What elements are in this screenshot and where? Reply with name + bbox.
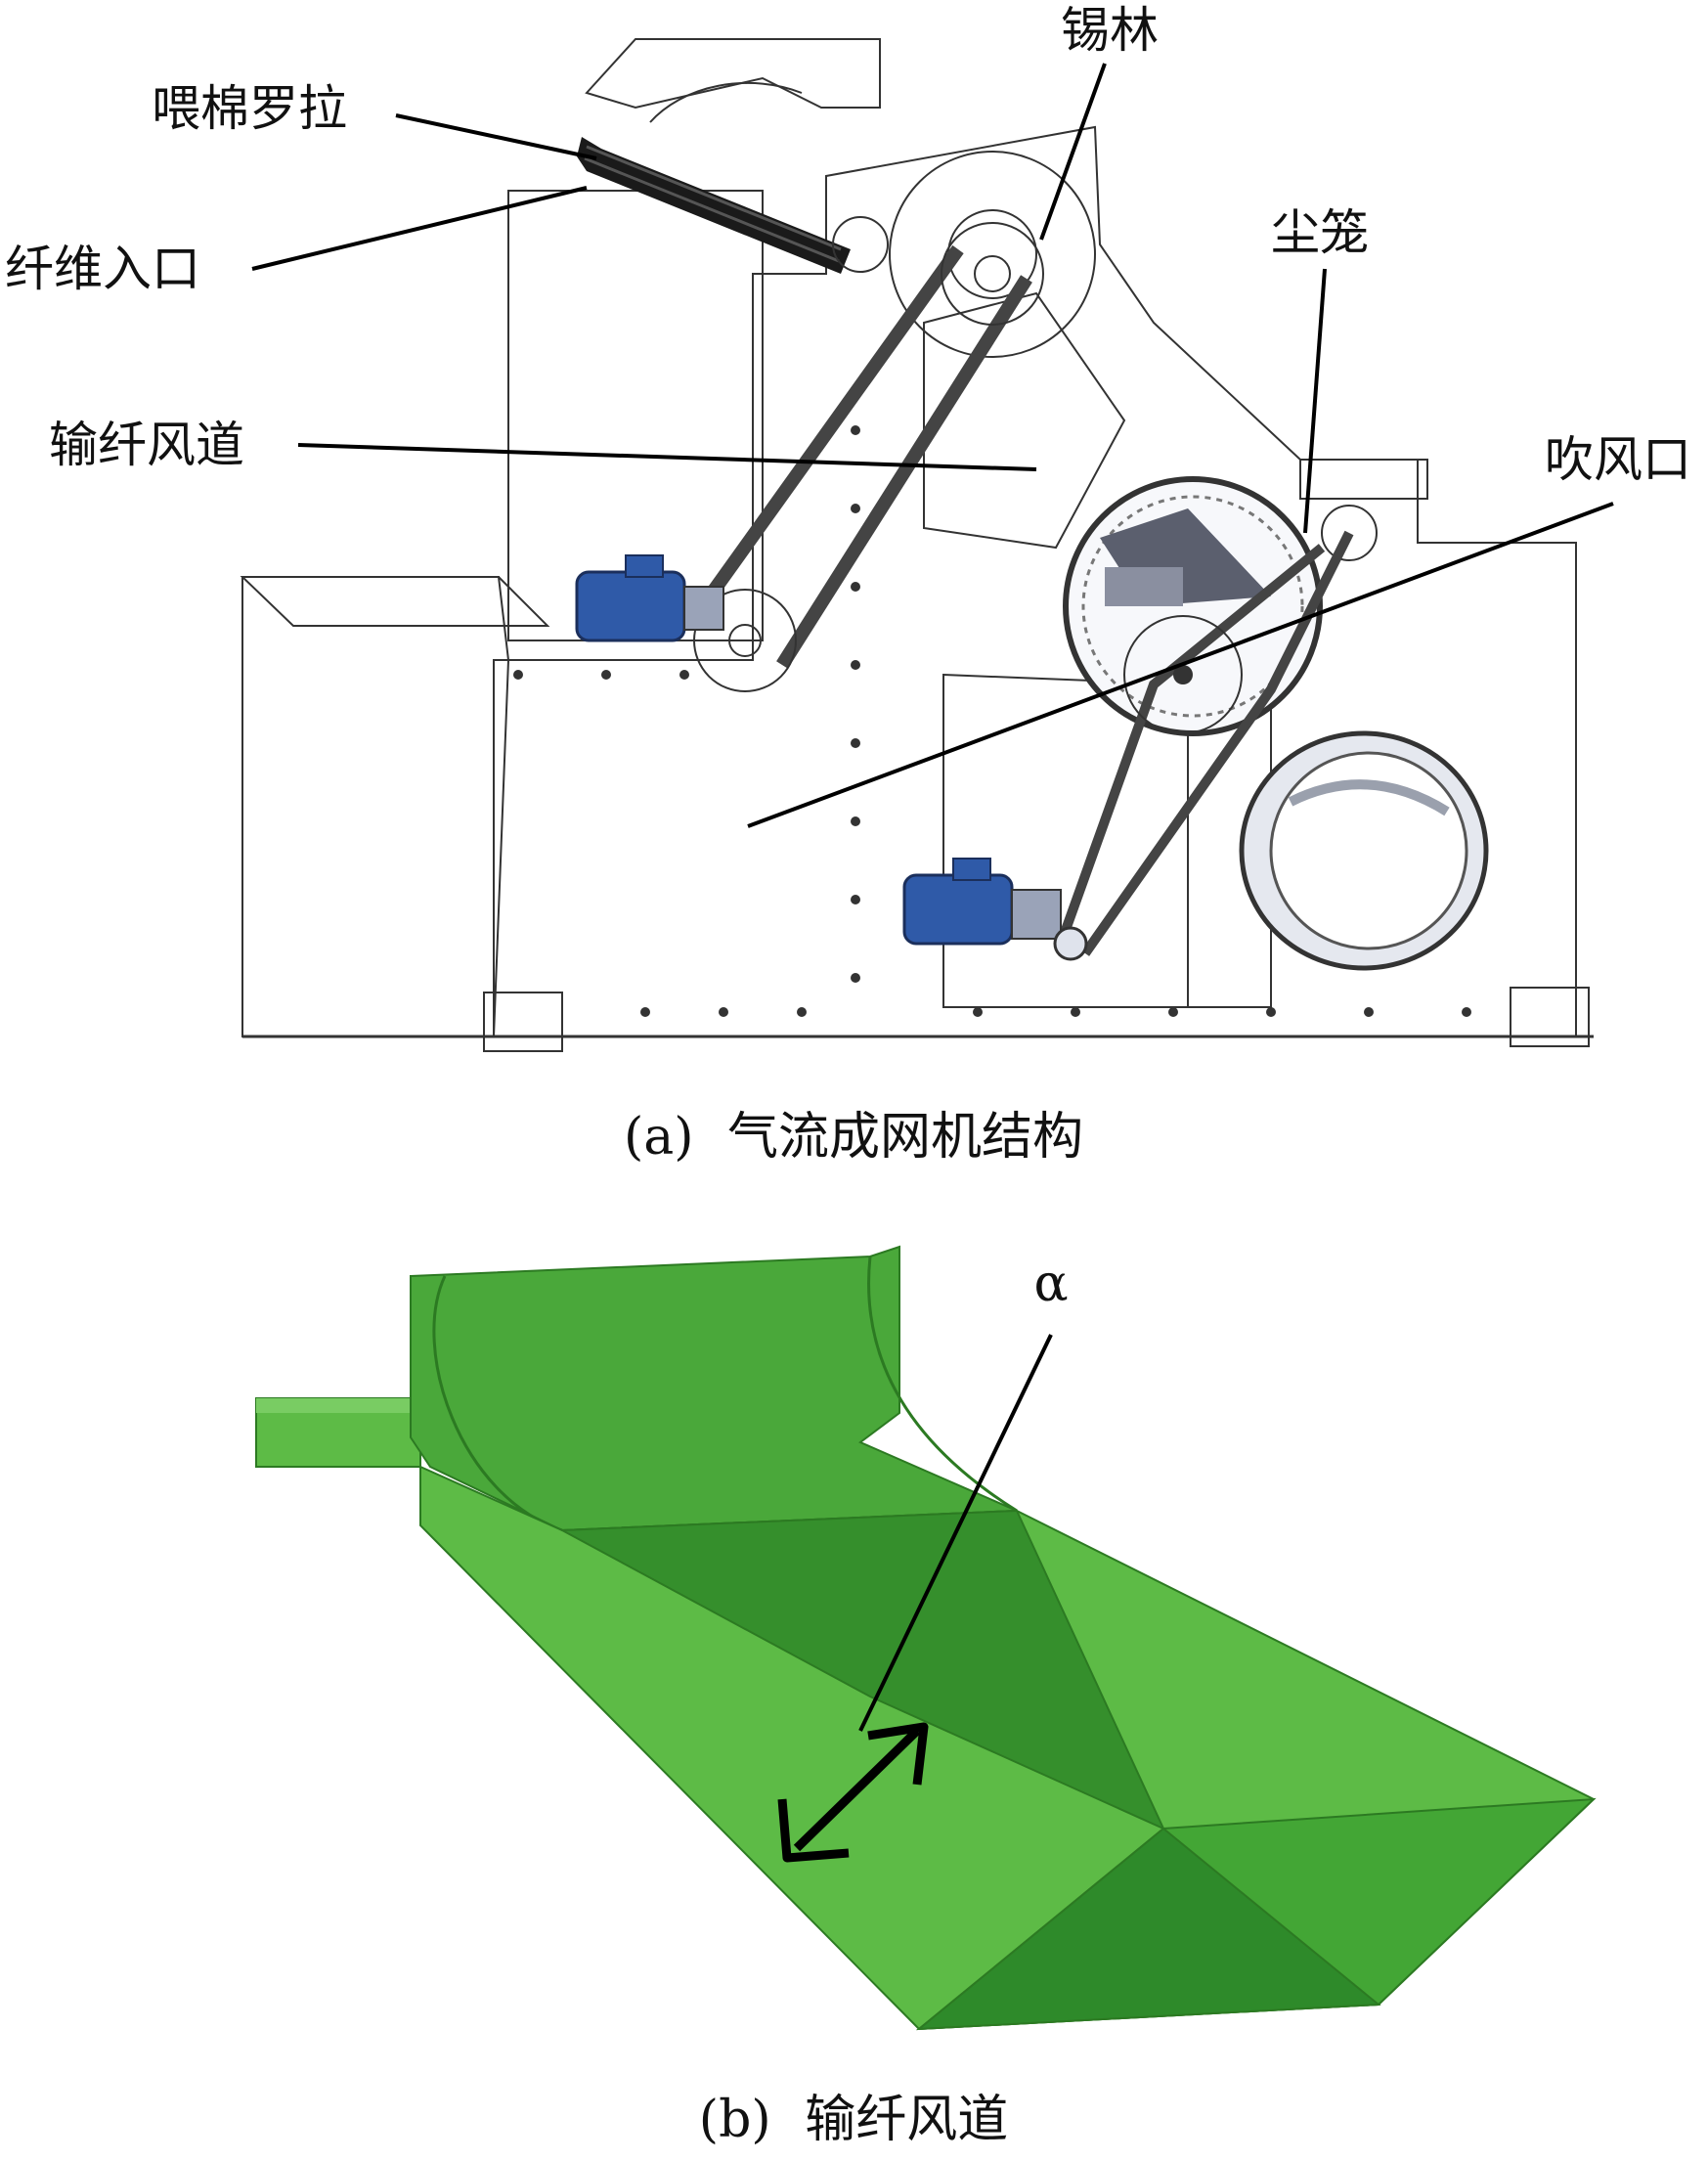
top-hood	[585, 38, 881, 110]
lower-pulley-hub	[1173, 665, 1193, 684]
panel-b-duct-model: α (b) 输纤风道	[255, 1245, 1597, 2149]
duct-top-hood	[410, 1245, 1018, 1532]
hood-arc	[649, 81, 803, 123]
leader-air-outlet	[747, 502, 1614, 828]
lower-pulley	[1123, 615, 1243, 734]
duct-inlet-slab-top	[256, 1398, 420, 1413]
caption-a-text: 气流成网机结构	[727, 1108, 1083, 1167]
feed-roller	[577, 137, 851, 274]
right-shelf	[1299, 459, 1428, 500]
leader-fiber-inlet	[251, 186, 588, 271]
motor-pulley-upper	[693, 589, 797, 692]
leader-licker-in	[1039, 63, 1107, 241]
leader-dust-cage	[1303, 268, 1327, 534]
panel-a-machine-drawing: 喂棉罗拉 纤维入口 输纤风道 锡林 尘笼 吹风口 (a) 气流成网机结构	[5, 2, 1691, 1167]
foot-left	[483, 992, 563, 1052]
rivets	[513, 425, 1471, 1017]
left-base-box	[241, 576, 510, 1037]
caption-a: (a) 气流成网机结构	[624, 1108, 1083, 1167]
caption-b-tag: (b)	[699, 2091, 771, 2149]
caption-a-tag: (a)	[624, 1108, 694, 1167]
label-licker-in: 锡林	[1061, 2, 1159, 59]
caption-b: (b) 输纤风道	[699, 2091, 1008, 2149]
licker-in-housing	[889, 151, 1096, 358]
alpha-reference-line	[858, 1334, 1053, 1732]
air-outlet-opening	[1239, 730, 1489, 971]
feed-roller-bearing	[832, 216, 889, 273]
leader-fiber-duct	[297, 443, 1037, 471]
label-feed-roller: 喂棉罗拉	[152, 80, 347, 137]
duct-curved-wall	[867, 1256, 1018, 1513]
motor-pulley-upper-hub	[728, 624, 762, 657]
foot-right	[1510, 987, 1590, 1047]
double-arrow	[777, 1722, 929, 1863]
label-dust-cage: 尘笼	[1271, 204, 1369, 261]
upper-motor	[575, 554, 724, 642]
duct-outlet-bottom	[916, 1827, 1381, 2031]
label-fiber-duct: 输纤风道	[49, 417, 244, 473]
cylinder-pulley	[941, 222, 1044, 326]
alpha-label: α	[1033, 1255, 1068, 1313]
lower-drive-chain	[1056, 530, 1354, 956]
upper-drive-belt	[693, 244, 1032, 669]
label-air-outlet: 吹风口	[1545, 431, 1691, 488]
left-box-top	[240, 576, 550, 627]
caption-b-text: 输纤风道	[805, 2091, 1008, 2149]
cylinder-pulley-hub	[974, 255, 1011, 292]
leader-feed-roller	[395, 113, 597, 160]
lower-motor	[902, 858, 1088, 961]
dust-cage-sprocket	[1321, 505, 1378, 561]
label-fiber-inlet: 纤维入口	[5, 241, 200, 297]
duct-curved-inner	[432, 1275, 563, 1532]
internal-duct	[923, 291, 1126, 550]
